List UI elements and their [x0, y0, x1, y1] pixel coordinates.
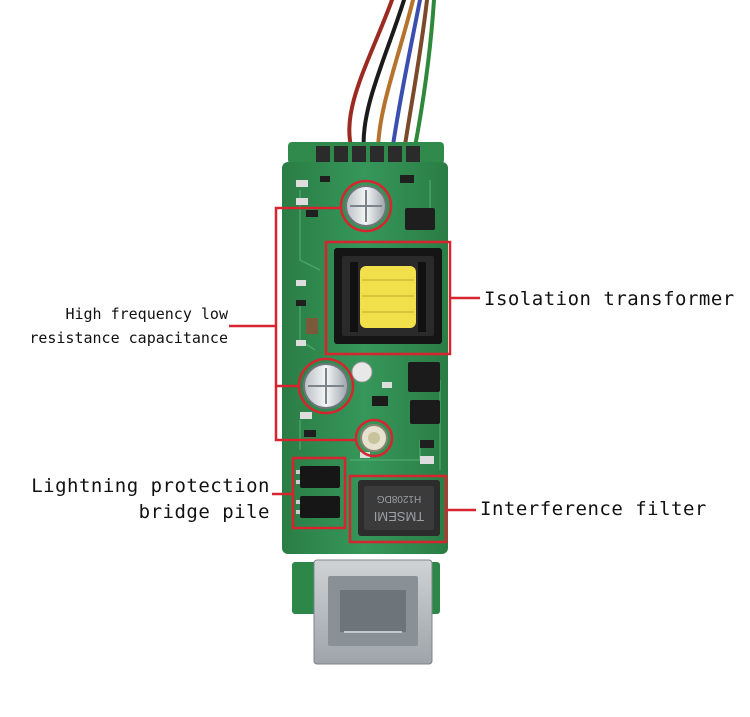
capacitor-small-highlight — [354, 418, 394, 458]
bridge-rectifier-chips — [296, 466, 340, 518]
wires — [347, 0, 436, 154]
pcb-traces — [299, 180, 441, 470]
capacitor-middle — [303, 363, 349, 409]
capacitance-label: High frequency low resistance capacitanc… — [29, 302, 228, 350]
filter-chip-lettering: TMSEMI H1208DG — [374, 493, 425, 524]
capacitance-bracket-line — [274, 206, 356, 442]
capacitor-top — [345, 185, 387, 227]
filter-chip-text-1: TMSEMI — [374, 509, 425, 524]
capacitor-top-highlight — [339, 179, 393, 233]
capacitor-small — [360, 424, 388, 452]
filter-chip-text-2: H1208DG — [377, 493, 422, 504]
capacitance-label-line2: resistance capacitance — [29, 329, 228, 347]
lightning-label-line1: Lightning protection — [31, 475, 270, 497]
rj45-jack — [292, 559, 440, 665]
transformer-label: Isolation transformer — [484, 288, 735, 310]
filter-label: Interference filter — [480, 498, 707, 520]
interference-filter-chip — [358, 480, 440, 536]
header-pins — [316, 146, 420, 164]
leader-lines — [229, 206, 480, 512]
lightning-label-line2: bridge pile — [138, 501, 270, 523]
isolation-transformer — [334, 248, 442, 344]
lightning-label: Lightning protection bridge pile — [31, 473, 270, 525]
smd-components — [296, 175, 440, 464]
capacitance-label-line1: High frequency low — [65, 305, 228, 323]
